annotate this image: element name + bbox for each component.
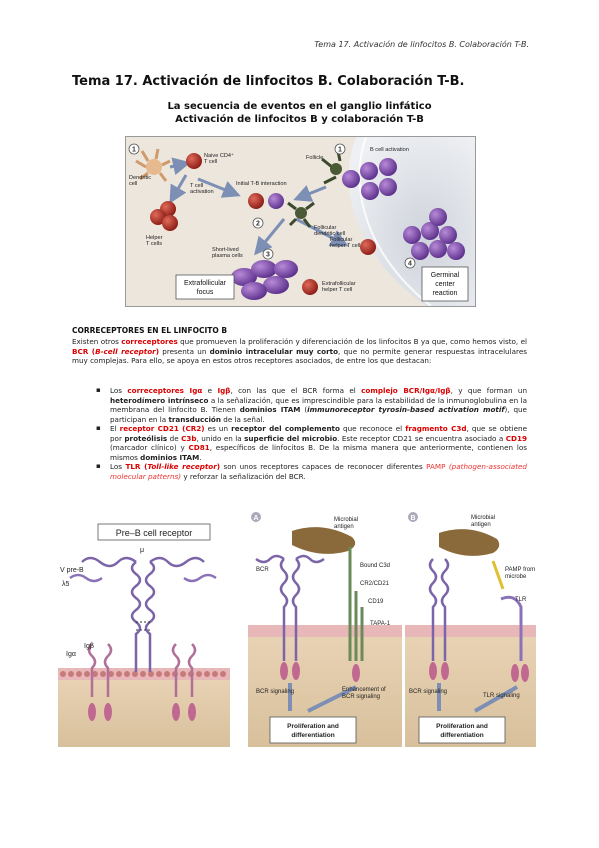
label-dendritic-1: Dendritic	[129, 175, 151, 181]
label-helper-1: Helper	[146, 235, 163, 241]
extrafollicular-helper-t-cell-icon	[302, 279, 318, 295]
germinal-center-cells-icon	[403, 208, 465, 260]
follicular-helper-t-cell-icon	[360, 239, 376, 255]
initial-tb-b-cell-icon	[268, 193, 284, 209]
label-dendritic-2: cell	[129, 181, 137, 187]
dendritic-cell-icon	[135, 148, 171, 182]
label-fht-2: helper T cell	[330, 243, 360, 249]
microbe-icon	[439, 529, 500, 556]
panel-b-marker: B	[410, 515, 415, 522]
pre-b-receptor-diagram: Pre–B cell receptor V pre-B λ5 μ Igα	[58, 523, 230, 747]
page-title: Tema 17. Activación de linfocitos B. Col…	[72, 74, 465, 89]
label-exth-2: helper T cell	[322, 287, 352, 293]
label-germinal-2: center	[435, 281, 455, 288]
label-igb: Igβ	[84, 643, 94, 650]
label-prolif-b-1: Proliferation and	[436, 723, 488, 730]
lymph-node-diagram: 1 1 2 3 4 Dendritic cell Naive CD4⁺ T ce…	[126, 137, 475, 306]
b-cell-activation-icon	[321, 150, 397, 200]
label-initial-tb: Initial T-B interaction	[236, 181, 287, 187]
pre-b-title: Pre–B cell receptor	[116, 528, 193, 538]
step-4-marker: 4	[408, 261, 412, 268]
label-tapa1: TAPA-1	[370, 621, 391, 627]
label-germinal-3: reaction	[433, 290, 458, 297]
subtitle-2: Activación de linfocitos B y colaboració…	[175, 114, 424, 125]
label-v-pre-b: V pre-B	[60, 567, 84, 574]
subtitle-1: La secuencia de eventos en el ganglio li…	[167, 101, 432, 112]
label-extrafollicular-focus-2: focus	[197, 289, 214, 296]
naive-t-cell-icon	[186, 153, 202, 169]
section-title: CORRECEPTORES EN EL LINFOCITO B	[72, 326, 228, 335]
list-item-iga-igb: Los correceptores Igα e Igβ, con las que…	[96, 386, 527, 424]
label-tlr: TLR	[515, 597, 527, 603]
label-bound-c3d: Bound C3d	[360, 563, 390, 569]
label-bcr-signaling: BCR signaling	[256, 689, 294, 695]
label-microbial-antigen-2: antigen	[334, 524, 354, 530]
label-tact-2: activation	[190, 189, 214, 195]
coreceptor-list: Los correceptores Igα e Igβ, con las que…	[96, 386, 527, 481]
step-1-marker: 1	[132, 147, 136, 154]
label-fdc-2: dendritic cell	[314, 231, 345, 237]
panel-a-marker: A	[253, 515, 258, 522]
step-2-marker: 2	[256, 221, 260, 228]
label-mu: μ	[140, 547, 144, 554]
list-item-cd21: El receptor CD21 (CR2) es un receptor de…	[96, 424, 527, 462]
label-prolif-a-2: differentiation	[291, 732, 334, 739]
label-cr2-cd21: CR2/CD21	[360, 581, 390, 587]
running-header: Tema 17. Activación de linfocitos B. Col…	[314, 40, 529, 49]
label-lambda5: λ5	[62, 581, 70, 588]
label-prolif-b-2: differentiation	[440, 732, 483, 739]
label-tlr-signaling: TLR signaling	[483, 693, 520, 699]
label-bcr-signaling-b: BCR signaling	[409, 689, 447, 695]
lymph-node-figure: 1 1 2 3 4 Dendritic cell Naive CD4⁺ T ce…	[125, 136, 476, 307]
plasma-cells-icon	[231, 260, 298, 300]
label-enhancement-2: BCR signaling	[342, 694, 380, 700]
microbe-icon	[292, 527, 356, 554]
pre-b-receptor-figure: Pre–B cell receptor V pre-B λ5 μ Igα	[58, 522, 230, 747]
label-microbial-antigen-1: Microbial	[334, 517, 358, 523]
list-item-tlr: Los TLR (Toll-like receptor) son unos re…	[96, 462, 527, 481]
label-pamp-1: PAMP from	[505, 567, 535, 573]
label-fdc-1: Follicular	[314, 225, 337, 231]
cd21-coreceptor-diagram: A Microbial antigen BCR Bound C3d CR2/CD…	[248, 512, 402, 747]
label-microbial-antigen-b-1: Microbial	[471, 515, 495, 521]
cd21-coreceptor-figure: A Microbial antigen BCR Bound C3d CR2/CD…	[248, 511, 402, 747]
label-bcr: BCR	[256, 567, 269, 573]
label-prolif-a-1: Proliferation and	[287, 723, 339, 730]
label-pamp-2: microbe	[505, 574, 527, 580]
label-naive-1: Naive CD4⁺	[204, 152, 234, 159]
label-extrafollicular-focus-1: Extrafollicular	[184, 280, 227, 287]
label-fht-1: Follicular	[330, 237, 353, 243]
label-naive-2: T cell	[204, 159, 217, 165]
step-1b-marker: 1	[338, 147, 342, 154]
label-slpc-2: plasma cells	[212, 253, 243, 259]
label-helper-2: T cells	[146, 241, 162, 247]
tlr-coreceptor-figure: B Microbial antigen PAMP from microbe TL…	[405, 511, 536, 747]
label-germinal-1: Germinal	[431, 272, 460, 279]
tlr-coreceptor-diagram: B Microbial antigen PAMP from microbe TL…	[405, 512, 536, 747]
label-iga: Igα	[66, 651, 76, 658]
label-microbial-antigen-b-2: antigen	[471, 522, 491, 528]
follicular-dendritic-cell-icon	[287, 201, 315, 228]
label-enhancement-1: Enhancement of	[342, 687, 386, 693]
label-exth-1: Extrafollicular	[322, 281, 356, 287]
label-slpc-1: Short-lived	[212, 247, 239, 253]
label-cd19: CD19	[368, 599, 384, 605]
intro-paragraph: Existen otros correceptores que promueve…	[72, 337, 527, 365]
label-b-activation: B cell activation	[370, 147, 409, 153]
label-tact-1: T cell	[190, 183, 203, 189]
label-follicle: Follicle	[306, 155, 323, 161]
step-3-marker: 3	[266, 252, 270, 259]
initial-tb-t-cell-icon	[248, 193, 264, 209]
